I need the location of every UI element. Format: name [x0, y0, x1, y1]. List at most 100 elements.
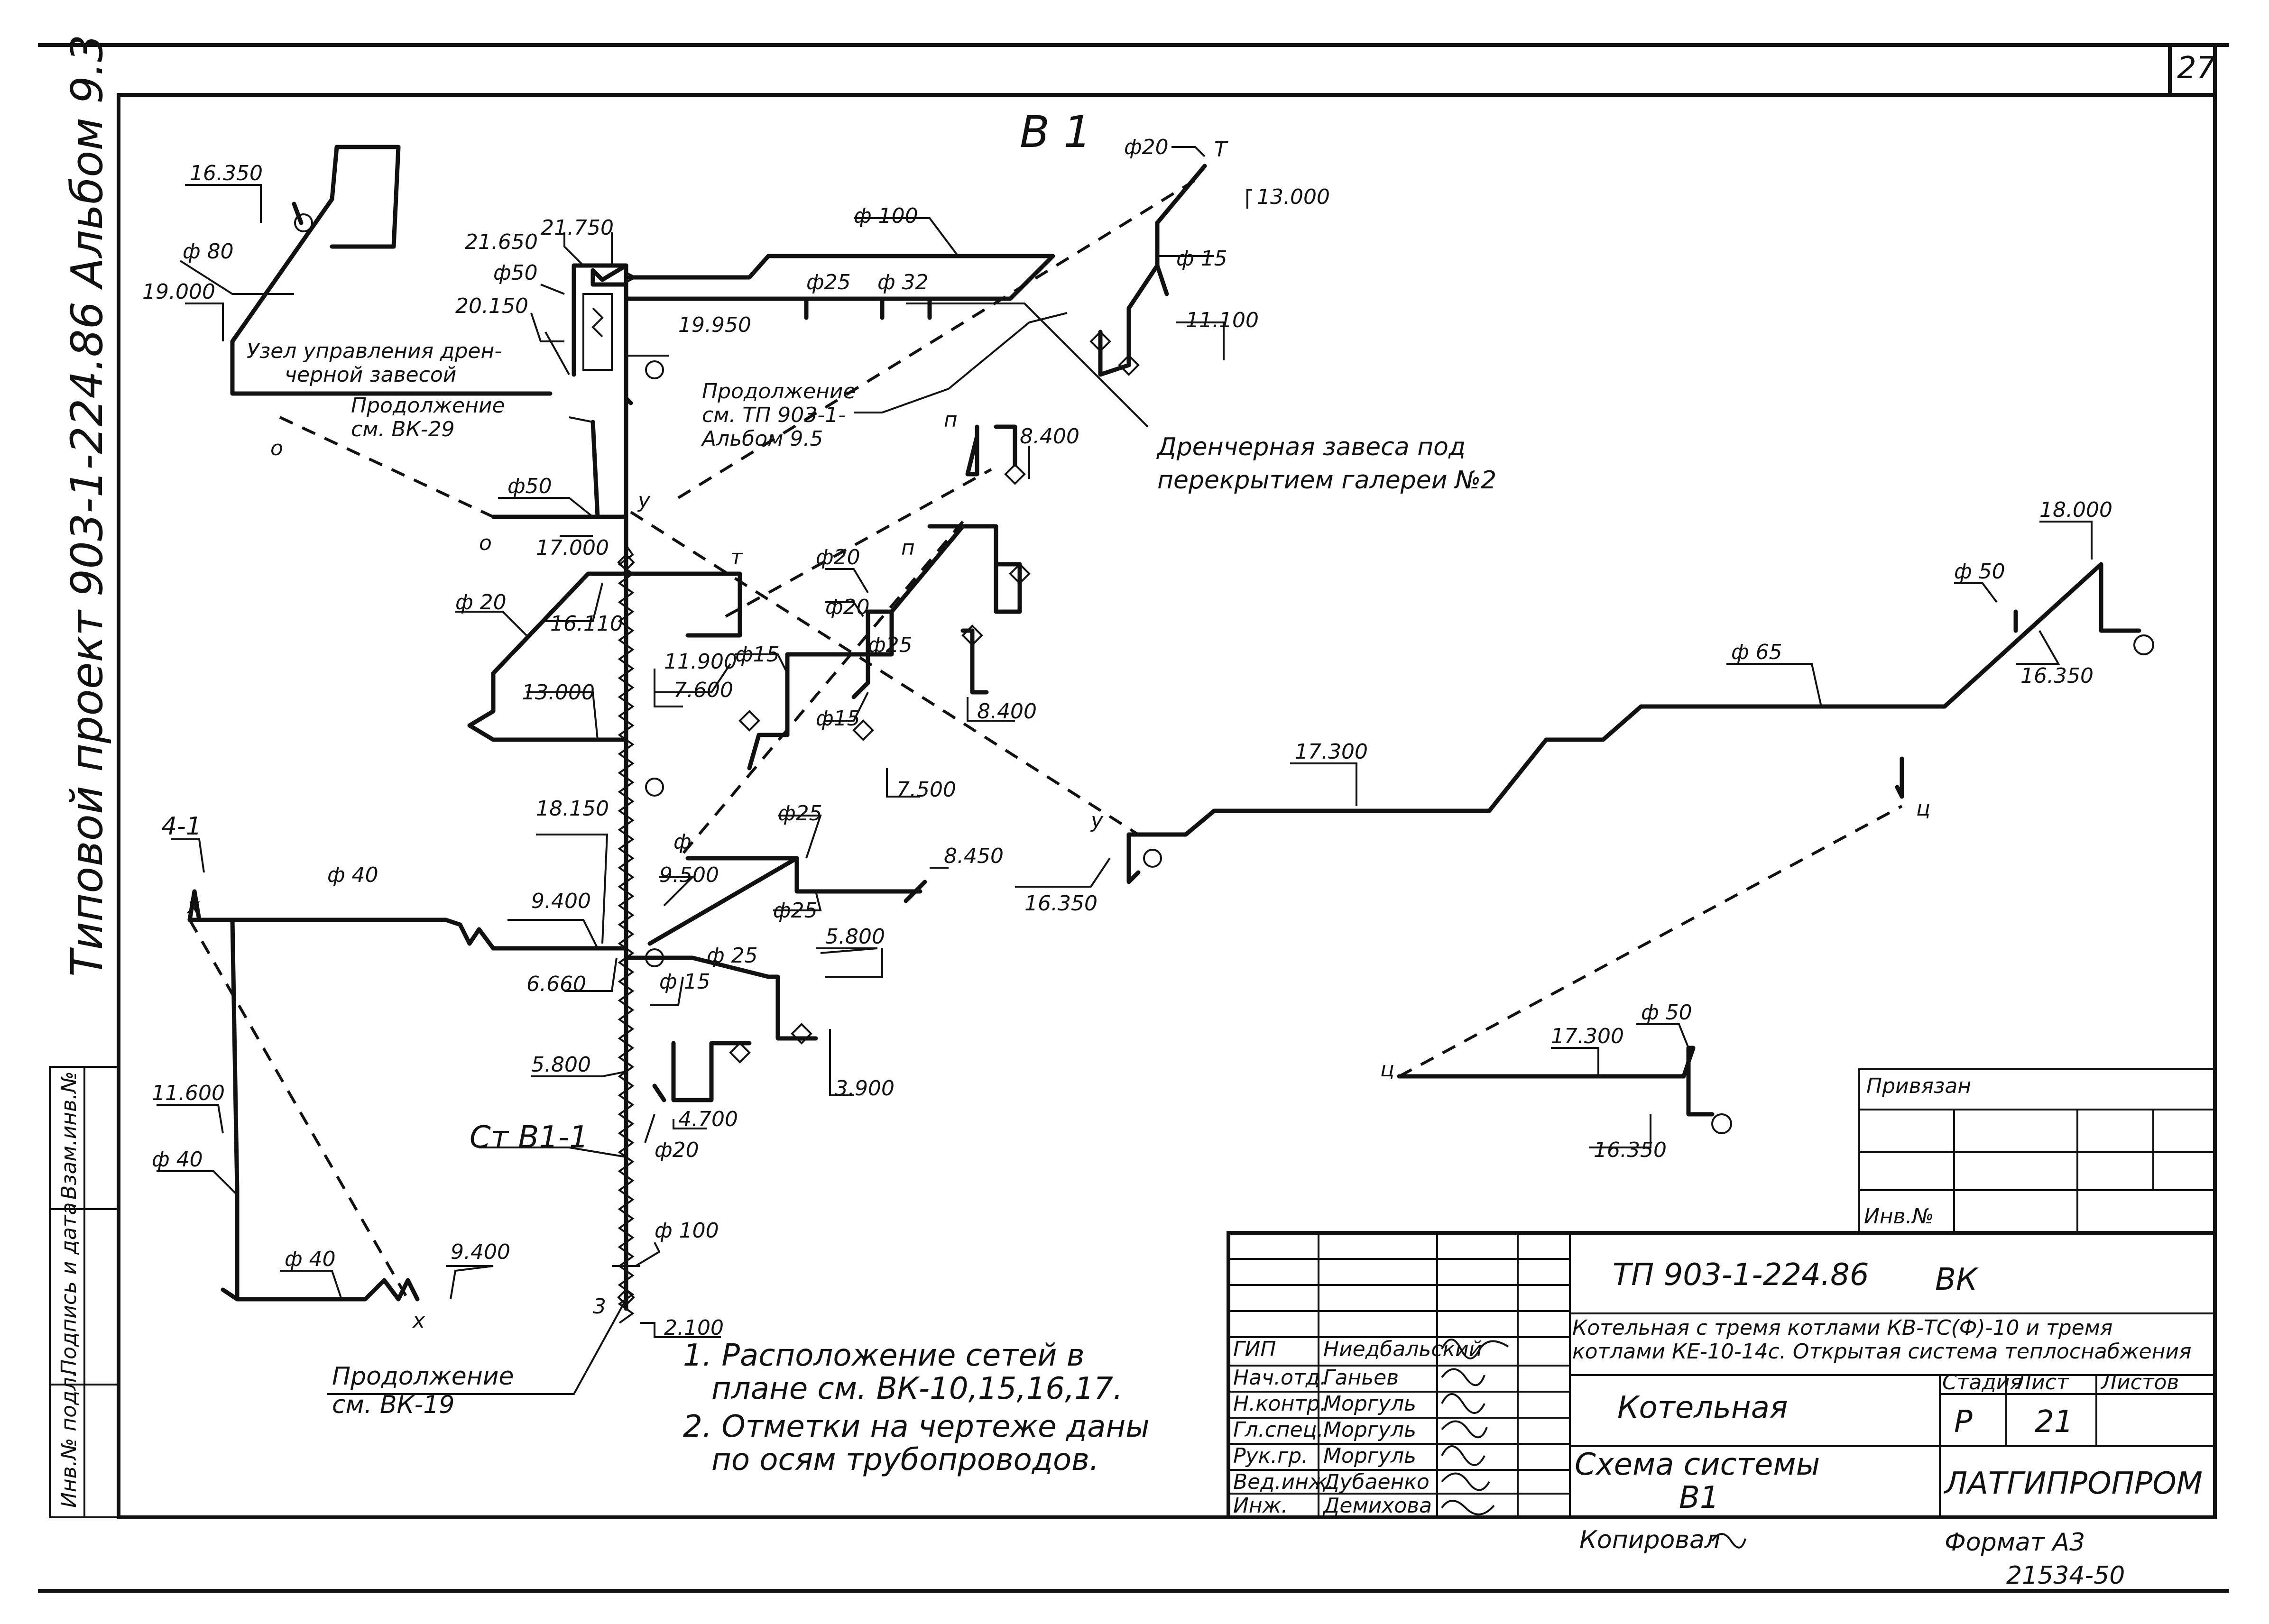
- label-d32: ф 32: [877, 270, 929, 294]
- tb-role: Гл.спец.: [1233, 1418, 1324, 1442]
- label-prod1-b: см. ВК-29: [351, 417, 455, 441]
- label-16350-top: 16.350: [190, 161, 263, 185]
- label-21750: 21.750: [541, 216, 614, 240]
- tb-role: Нач.отд.: [1233, 1366, 1327, 1390]
- note-2b: по осям трубопроводов.: [711, 1442, 1099, 1477]
- drawing-frame: [38, 43, 2229, 1593]
- label-17000: 17.000: [536, 536, 609, 560]
- label-y-1: у: [637, 488, 651, 513]
- label-d20-mid-1: ф20: [816, 545, 860, 569]
- label-d20-left: ф 20: [455, 590, 507, 615]
- tb-names: Ниедбальский Ганьев Моргуль Моргуль Морг…: [1322, 1337, 1482, 1518]
- tb-name: Моргуль: [1323, 1392, 1416, 1416]
- tb-stage: Р: [1954, 1404, 1973, 1440]
- dashed-links: [188, 179, 1903, 1300]
- fixtures: [294, 213, 2154, 1306]
- tb-role: Рук.гр.: [1233, 1444, 1308, 1468]
- label-d50-low: ф 50: [1641, 1000, 1692, 1025]
- left-stamp: [49, 1066, 120, 1518]
- tb-doc-number: 21534-50: [2006, 1561, 2125, 1590]
- label-18150: 18.150: [536, 797, 609, 821]
- note-1b: плане см. ВК-10,15,16,17.: [711, 1371, 1123, 1406]
- tb-desc-2: котлами КЕ-10-14с. Открытая система тепл…: [1572, 1340, 2191, 1364]
- label-x-1: х: [186, 894, 200, 918]
- label-dren-1: Дренчерная завеса под: [1156, 433, 1466, 461]
- label-8400-a: 8.400: [1020, 424, 1079, 449]
- label-prod2-a: Продолжение: [702, 379, 856, 404]
- notes: 1. Расположение сетей в плане см. ВК-10,…: [683, 1338, 1150, 1477]
- label-d25-b: ф25: [778, 801, 822, 826]
- label-16110: 16.110: [550, 612, 623, 636]
- label-o-1: о: [270, 436, 283, 460]
- label-3: 3: [593, 1294, 606, 1319]
- label-d50-node: ф50: [493, 261, 538, 285]
- label-11600: 11.600: [152, 1081, 225, 1105]
- label-T-top: Т: [1214, 138, 1228, 162]
- label-8400-b: 8.400: [977, 699, 1037, 724]
- tb-privyazan: Привязан: [1866, 1074, 1971, 1098]
- tb-name: Ганьев: [1323, 1366, 1399, 1390]
- tb-organization: ЛАТГИПРОПРОМ: [1944, 1466, 2203, 1501]
- stamp-podpis: Подпись и дата: [57, 1202, 81, 1375]
- tb-sheet-header: Лист: [2015, 1370, 2069, 1395]
- label-prod3-b: см. ВК-19: [332, 1391, 454, 1419]
- side-title: Типовой проект 903-1-224.86 Альбом 9.3: [62, 35, 112, 977]
- label-st-b1-1: Ст В1-1: [470, 1120, 589, 1155]
- label-3900: 3.900: [835, 1076, 895, 1101]
- label-20150: 20.150: [455, 294, 528, 318]
- label-17300-b: 17.300: [1551, 1024, 1624, 1048]
- label-19000: 19.000: [142, 280, 215, 304]
- tb-building: Котельная: [1617, 1390, 1788, 1425]
- note-2a: 2. Отметки на чертеже даны: [683, 1409, 1150, 1444]
- label-c-1: ц: [1916, 797, 1930, 821]
- label-11900: 11.900: [664, 650, 737, 674]
- tb-name: Моргуль: [1323, 1444, 1416, 1468]
- stamp-inv-podl: Инв.№ подл.: [57, 1370, 81, 1508]
- label-9400-b: 9.400: [451, 1240, 510, 1264]
- label-d100-low: ф 100: [655, 1219, 719, 1243]
- tb-desc-1: Котельная с тремя котлами КВ-ТС(Ф)-10 и …: [1572, 1316, 2112, 1340]
- label-d50-mid: ф50: [507, 474, 552, 498]
- stamp-vzam: Взам.инв.№: [57, 1071, 81, 1200]
- tb-sheet-title-1: Схема системы: [1575, 1447, 1820, 1482]
- label-d20-low: ф20: [655, 1138, 699, 1162]
- tb-role: Н.контр.: [1233, 1392, 1327, 1416]
- signature-mark: [1441, 1445, 1485, 1466]
- label-9400-a: 9.400: [531, 889, 591, 913]
- label-17300-a: 17.300: [1295, 740, 1368, 764]
- labels: 16.350 ф 80 19.000 21.650 21.750 ф50 20.…: [142, 135, 2112, 1419]
- label-2100: 2.100: [664, 1316, 724, 1340]
- label-c-2: ц: [1380, 1057, 1394, 1082]
- label-d25-c: ф25: [773, 899, 818, 923]
- label-d40-c: ф 40: [285, 1247, 336, 1271]
- signature-mark: [1441, 1339, 1509, 1359]
- label-11100: 11.100: [1186, 308, 1259, 332]
- label-16350-right: 16.350: [2020, 664, 2094, 688]
- label-5800-b: 5.800: [531, 1053, 591, 1077]
- tb-name: Моргуль: [1323, 1418, 1416, 1442]
- tb-name: Ниедбальский: [1323, 1337, 1482, 1361]
- label-n-1: п: [944, 408, 958, 432]
- label-d15-low: ф 15: [659, 970, 710, 994]
- signature-mark: [1441, 1368, 1485, 1386]
- label-d50-right: ф 50: [1954, 560, 2005, 584]
- label-x-2: х: [412, 1309, 425, 1333]
- note-1a: 1. Расположение сетей в: [683, 1338, 1085, 1373]
- label-6660: 6.660: [526, 972, 586, 996]
- label-16350-mid: 16.350: [1024, 891, 1098, 916]
- label-9500: 9.500: [659, 863, 719, 887]
- tb-role: ГИП: [1233, 1337, 1276, 1361]
- tb-mark: ВК: [1935, 1262, 1979, 1297]
- label-d40-b: ф 40: [152, 1147, 203, 1172]
- label-d15-mid-1: ф15: [735, 642, 780, 667]
- tb-roles: ГИП Нач.отд. Н.контр. Гл.спец. Рук.гр. В…: [1233, 1337, 1334, 1518]
- label-5800-a: 5.800: [825, 925, 885, 949]
- label-f: ф: [673, 830, 692, 854]
- tb-format: Формат А3: [1945, 1528, 2085, 1557]
- tb-name: Дубаенко: [1322, 1470, 1430, 1494]
- label-8450: 8.450: [944, 844, 1004, 868]
- label-d20-mid-2: ф20: [825, 595, 870, 619]
- label-d20-top: ф20: [1124, 135, 1169, 159]
- label-prod2-c: Альбом 9.5: [701, 427, 823, 451]
